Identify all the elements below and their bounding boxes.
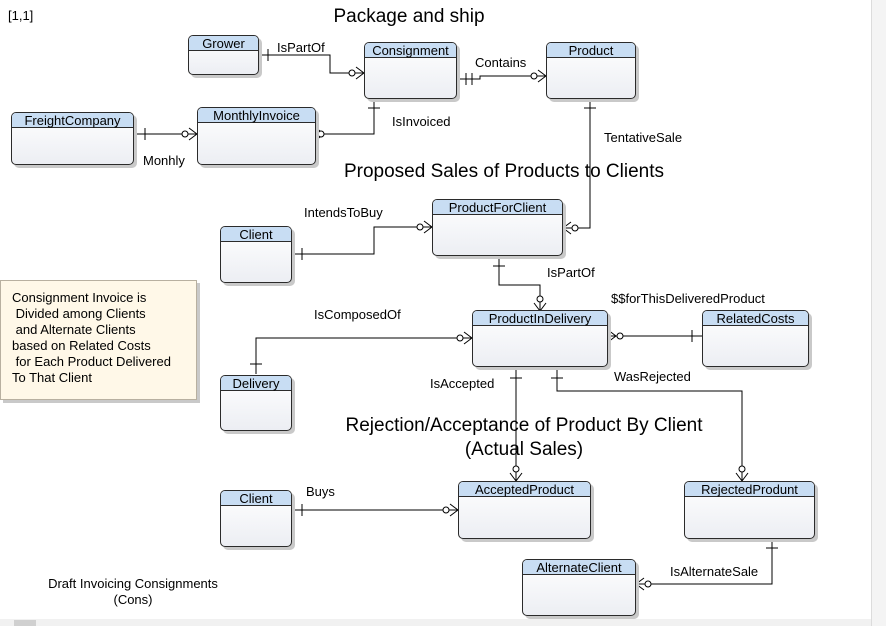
horizontal-scrollbar-thumb[interactable]: [14, 620, 36, 626]
rel-label-is-composed-of: IsComposedOf: [314, 307, 401, 322]
rel-label-is-part-of: IsPartOf: [277, 40, 325, 55]
optional-marker: [644, 580, 652, 588]
entity-accepted-product[interactable]: AcceptedProduct: [458, 481, 591, 539]
entity-product-for-client-label: ProductForClient: [433, 200, 562, 215]
title-actual-sales: (Actual Sales): [464, 439, 584, 460]
entity-product-label: Product: [547, 43, 635, 58]
entity-alternate-client[interactable]: AlternateClient: [522, 559, 636, 616]
vertical-scrollbar[interactable]: [871, 0, 886, 626]
entity-related-costs-label: RelatedCosts: [703, 311, 808, 326]
entity-related-costs[interactable]: RelatedCosts: [702, 310, 809, 367]
optional-marker: [348, 69, 356, 77]
entity-delivery[interactable]: Delivery: [220, 375, 292, 431]
page-index: [1,1]: [8, 8, 34, 23]
entity-consignment[interactable]: Consignment: [364, 42, 457, 99]
optional-marker: [571, 224, 579, 232]
diagram-caption: Draft Invoicing Consignments (Cons): [48, 576, 218, 607]
optional-marker: [738, 465, 746, 473]
entity-grower[interactable]: Grower: [188, 35, 259, 75]
rel-label-is-accepted: IsAccepted: [430, 376, 495, 391]
optional-marker: [181, 130, 189, 138]
rel-label-is-invoiced: IsInvoiced: [392, 114, 451, 129]
note-consignment-invoice[interactable]: Consignment Invoice is Divided among Cli…: [0, 280, 197, 400]
rel-label-was-rejected: WasRejected: [614, 369, 691, 384]
entity-product-for-client[interactable]: ProductForClient: [432, 199, 563, 256]
entity-product-in-delivery[interactable]: ProductInDelivery: [472, 310, 608, 367]
title-rejection-acceptance: Rejection/Acceptance of Product By Clien…: [345, 415, 703, 436]
rel-label-is-part-of-mid: IsPartOf: [547, 265, 595, 280]
rel-line-pfc-pid: [498, 256, 541, 311]
optional-marker: [530, 72, 538, 80]
rel-label-monhly: Monhly: [143, 153, 185, 168]
entity-client-top-label: Client: [221, 227, 291, 242]
horizontal-scrollbar[interactable]: [0, 619, 871, 626]
entity-client-top[interactable]: Client: [220, 226, 292, 283]
entity-monthly-invoice[interactable]: MonthlyInvoice: [197, 107, 316, 165]
entity-consignment-label: Consignment: [365, 43, 456, 58]
entity-freight-company-label: FreightCompany: [12, 113, 133, 128]
optional-marker: [416, 223, 424, 231]
rel-label-intends-to-buy: IntendsToBuy: [304, 205, 383, 220]
title-package-and-ship: Package and ship: [333, 6, 485, 27]
optional-marker: [616, 332, 624, 340]
rel-label-tentative-sale: TentativeSale: [604, 130, 683, 145]
rel-label-is-alternate-sale: IsAlternateSale: [670, 564, 759, 579]
entity-product-in-delivery-label: ProductInDelivery: [473, 311, 607, 326]
optional-marker: [442, 506, 450, 514]
entity-alternate-client-label: AlternateClient: [523, 560, 635, 575]
entity-product[interactable]: Product: [546, 42, 636, 99]
rel-label-contains: Contains: [475, 55, 527, 70]
rel-line-delivery-pid: [255, 337, 472, 374]
rel-label-for-delivered-product: $$forThisDeliveredProduct: [611, 291, 765, 306]
rel-label-buys: Buys: [306, 484, 335, 499]
entity-accepted-product-label: AcceptedProduct: [459, 482, 590, 497]
entity-freight-company[interactable]: FreightCompany: [11, 112, 134, 165]
optional-marker: [317, 130, 325, 138]
entity-client-bottom[interactable]: Client: [220, 490, 292, 547]
rel-line-rejected-alternate: [636, 538, 773, 585]
rel-line-invoice-consignment: [316, 98, 375, 135]
entity-grower-label: Grower: [189, 36, 258, 51]
optional-marker: [536, 295, 544, 303]
entity-rejected-product[interactable]: RejectedProdunt: [684, 481, 815, 539]
rel-line-grower-consignment: [258, 54, 364, 74]
title-proposed-sales: Proposed Sales of Products to Clients: [343, 161, 664, 182]
optional-marker: [512, 465, 520, 473]
entity-monthly-invoice-label: MonthlyInvoice: [198, 108, 315, 123]
entity-client-bottom-label: Client: [221, 491, 291, 506]
rel-line-consignment-product: [456, 75, 546, 80]
rel-line-client-pfc: [292, 226, 432, 255]
entity-rejected-product-label: RejectedProdunt: [685, 482, 814, 497]
optional-marker: [456, 334, 464, 342]
entity-delivery-label: Delivery: [221, 376, 291, 391]
